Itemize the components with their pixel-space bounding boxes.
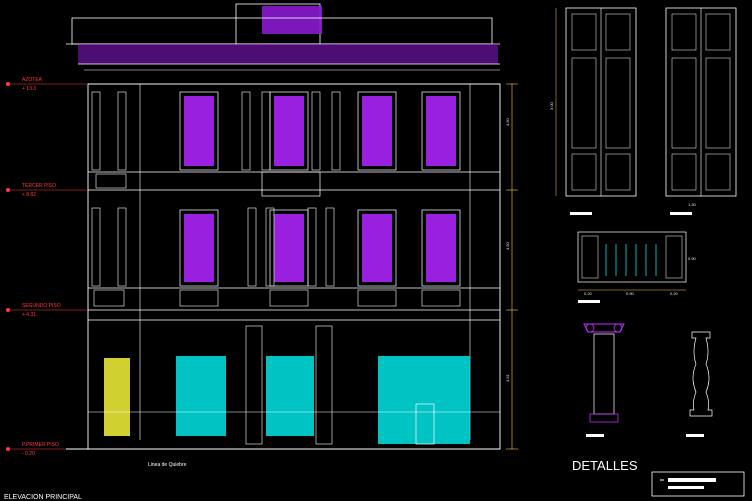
dim-lower: 4.51 xyxy=(505,373,510,382)
details-title: DETALLES xyxy=(572,458,638,473)
third-floor-windows xyxy=(179,91,461,171)
third-floor-pilasters xyxy=(91,91,341,171)
level-primer-name: P.PRIMER PISO xyxy=(22,442,59,448)
door-detail-left: 3.00 xyxy=(549,7,637,215)
door-width-dim: 1.30 xyxy=(688,202,697,207)
baluster-detail xyxy=(686,331,713,437)
elevation-title: ELEVACION PRINCIPAL xyxy=(4,494,82,501)
balustrade-detail: 0.20 0.90 0.20 0.90 xyxy=(577,231,697,303)
level-markers: AZOTEA + 13.3 TERCER PISO + 8.82 SEGUNDO… xyxy=(6,77,88,457)
door-height-dim: 3.00 xyxy=(549,101,554,110)
facade-elevation xyxy=(66,3,501,450)
dim-upper: 4.50 xyxy=(505,117,510,126)
second-floor-pilasters xyxy=(91,207,335,287)
level-azotea-name: AZOTEA xyxy=(22,77,43,83)
ground-floor-piers xyxy=(88,325,500,445)
level-segundo-name: SEGUNDO PISO xyxy=(22,303,61,309)
balustrade-width-3: 0.20 xyxy=(670,291,679,296)
balustrade-width-2: 0.90 xyxy=(626,291,635,296)
break-line-label: Linea de Quiebre xyxy=(148,462,187,468)
level-azotea-elevation: + 13.3 xyxy=(22,86,36,92)
balustrade-height-dim: 0.90 xyxy=(688,256,697,261)
vertical-dimensions: 4.50 4.50 4.51 xyxy=(505,83,518,450)
balustrade-width-1: 0.20 xyxy=(584,291,593,296)
third-floor-balcony xyxy=(261,171,321,197)
column-detail xyxy=(583,323,625,437)
level-primer-elevation: - 0.20 xyxy=(22,451,35,457)
second-floor-balconies xyxy=(93,289,461,307)
level-tercer-name: TERCER PISO xyxy=(22,183,56,189)
ground-floor-shutters xyxy=(104,356,470,445)
second-floor-windows xyxy=(179,209,461,287)
dim-middle: 4.50 xyxy=(505,241,510,250)
level-segundo-elevation: + 4.31 xyxy=(22,312,36,318)
level-tercer-elevation: + 8.82 xyxy=(22,192,36,198)
door-detail-right: 1.30 xyxy=(665,7,737,215)
title-block xyxy=(651,471,745,497)
